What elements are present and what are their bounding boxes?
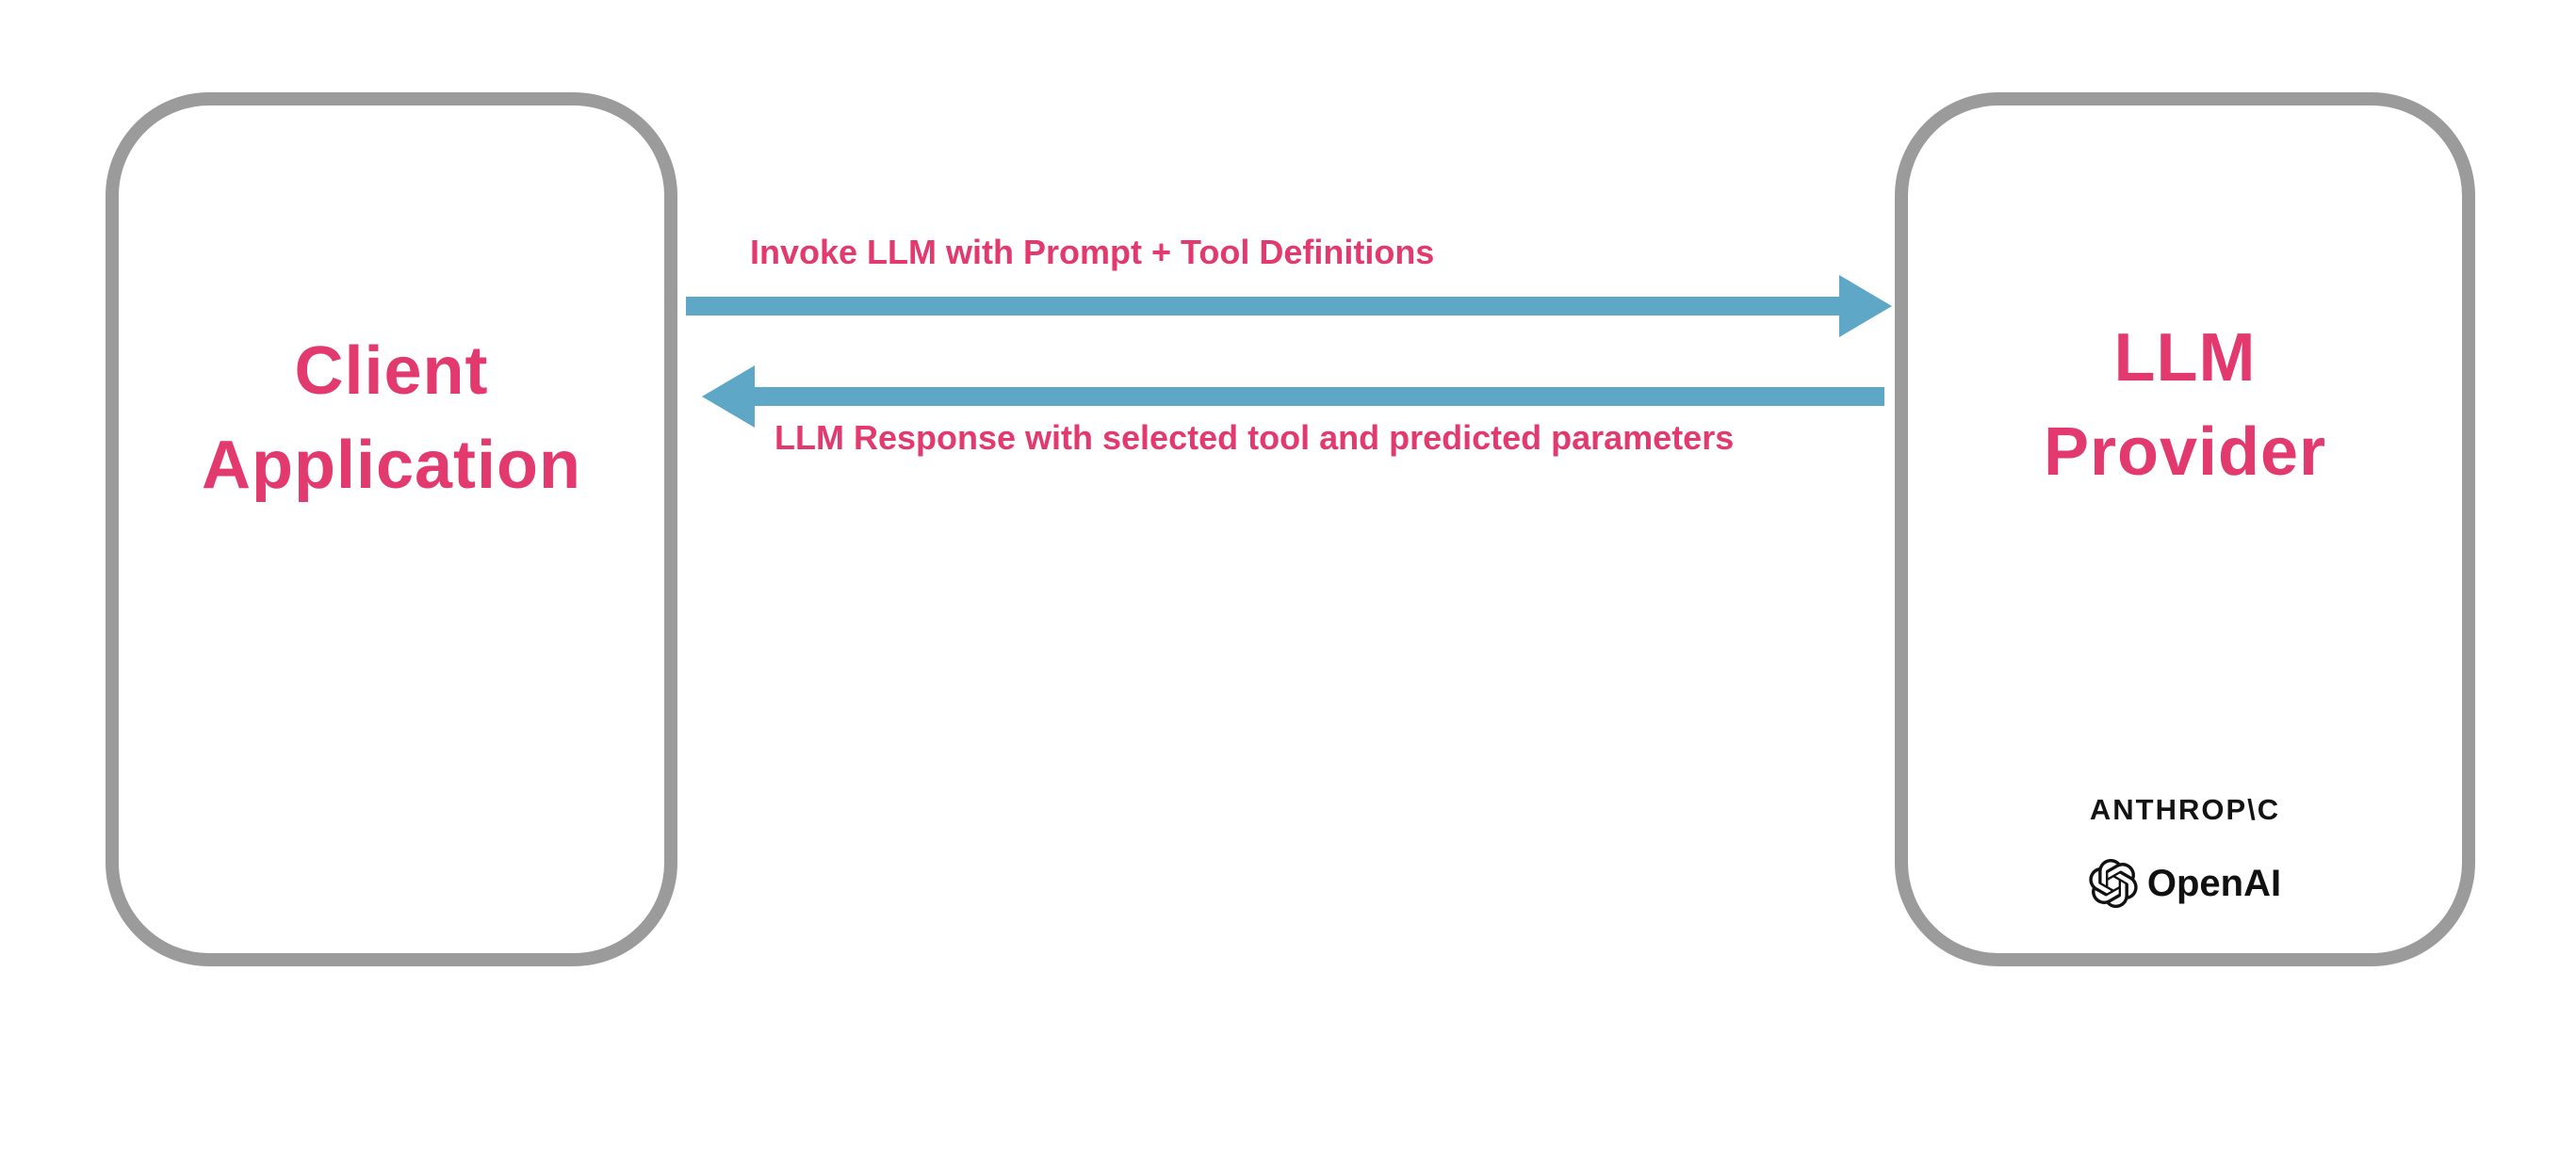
client-title-line2: Application [202, 428, 581, 503]
response-arrow-shaft [754, 387, 1884, 406]
openai-logo: OpenAI [1908, 859, 2462, 909]
response-arrow-label: LLM Response with selected tool and pred… [774, 418, 1735, 457]
anthropic-logo-wordmark: ANTHROP\C [2089, 793, 2281, 826]
client-title-line1: Client [294, 333, 489, 409]
provider-title-line1: LLM [2113, 320, 2257, 396]
openai-icon [2089, 859, 2138, 909]
provider-title-line2: Provider [2043, 414, 2327, 490]
client-application-box: Client Application [106, 92, 677, 966]
request-arrow-head-icon [1839, 275, 1892, 337]
openai-logo-wordmark: OpenAI [2146, 862, 2282, 904]
llm-provider-box: LLM Provider ANTHROP\C OpenAI [1895, 92, 2475, 966]
response-arrow-head-icon [702, 365, 755, 428]
llm-provider-title: LLM Provider [1908, 311, 2462, 499]
client-application-title: Client Application [119, 324, 664, 512]
request-arrow-label: Invoke LLM with Prompt + Tool Definition… [750, 233, 1435, 271]
request-arrow-shaft [686, 297, 1841, 316]
